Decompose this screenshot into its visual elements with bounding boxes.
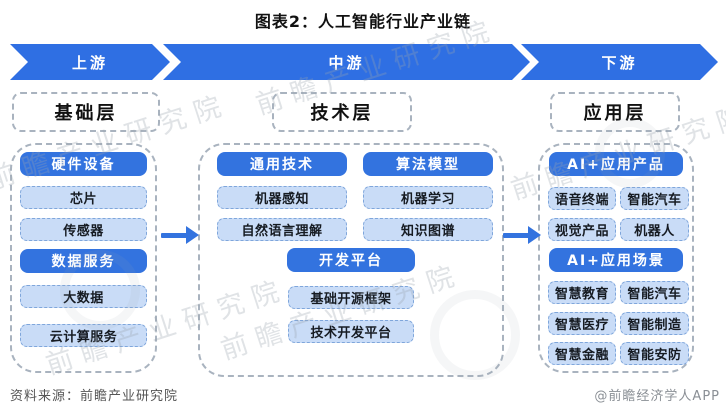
item-machine-learning: 机器学习 bbox=[363, 186, 493, 209]
item-robot: 机器人 bbox=[620, 218, 689, 241]
arrow-midstream-to-downstream bbox=[503, 233, 530, 238]
header-ai-products: AI+应用产品 bbox=[549, 152, 683, 176]
arrow-midstream-to-downstream-head bbox=[528, 226, 541, 244]
item-natural-language-understanding: 自然语言理解 bbox=[217, 218, 347, 241]
item-big-data: 大数据 bbox=[20, 285, 147, 308]
item-chip: 芯片 bbox=[20, 186, 147, 209]
layer-title-application: 应用层 bbox=[550, 92, 680, 132]
item-smart-finance: 智慧金融 bbox=[548, 342, 616, 365]
item-sensor: 传感器 bbox=[20, 218, 147, 241]
banner-upstream: 上游 bbox=[10, 44, 170, 80]
item-smart-manufacturing: 智能制造 bbox=[620, 312, 689, 335]
arrow-upstream-to-midstream-head bbox=[186, 226, 199, 244]
credit-text: @前瞻经济学人APP bbox=[594, 389, 720, 404]
figure-title: 图表2：人工智能行业产业链 bbox=[254, 12, 472, 31]
item-knowledge-graph: 知识图谱 bbox=[363, 218, 493, 241]
header-algorithm-model: 算法模型 bbox=[363, 152, 493, 176]
layer-title-technology: 技术层 bbox=[272, 92, 412, 132]
banner-midstream: 中游 bbox=[163, 44, 530, 80]
item-vision-product: 视觉产品 bbox=[548, 218, 616, 241]
item-smart-car-scene: 智能汽车 bbox=[620, 281, 689, 304]
item-open-source-framework: 基础开源框架 bbox=[288, 286, 414, 309]
item-smart-security: 智能安防 bbox=[620, 342, 689, 365]
item-voice-terminal: 语音终端 bbox=[548, 187, 616, 210]
item-machine-perception: 机器感知 bbox=[217, 186, 347, 209]
layer-title-foundation: 基础层 bbox=[12, 92, 160, 132]
header-ai-scenes: AI+应用场景 bbox=[549, 248, 683, 272]
arrow-upstream-to-midstream bbox=[161, 233, 188, 238]
header-data-service: 数据服务 bbox=[20, 249, 147, 273]
source-text: 资料来源：前瞻产业研究院 bbox=[10, 389, 179, 404]
item-smart-car-product: 智能汽车 bbox=[620, 187, 689, 210]
item-smart-education: 智慧教育 bbox=[548, 281, 616, 304]
item-smart-healthcare: 智慧医疗 bbox=[548, 312, 616, 335]
item-tech-dev-platform: 技术开发平台 bbox=[288, 320, 414, 343]
header-hardware: 硬件设备 bbox=[20, 152, 147, 176]
header-general-tech: 通用技术 bbox=[217, 152, 347, 176]
banner-downstream: 下游 bbox=[521, 44, 718, 80]
item-cloud-computing: 云计算服务 bbox=[20, 324, 147, 347]
header-dev-platform: 开发平台 bbox=[287, 248, 415, 272]
